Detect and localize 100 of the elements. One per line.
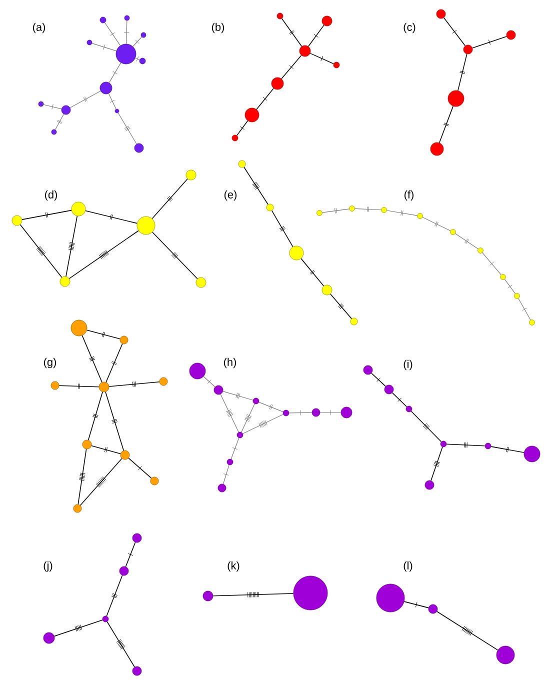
network-line [85,210,138,224]
network-line [455,233,478,250]
network-line [108,93,116,110]
network-line [222,464,230,484]
haplotype-circle [350,318,358,326]
network-line [256,88,274,110]
network-line [472,36,507,48]
network-line [300,258,324,286]
panel-label: (j) [44,561,52,572]
haplotype-circle [312,408,320,417]
network-line [330,294,352,320]
haplotype-circle [100,82,112,94]
network-line [108,381,160,388]
haplotype-circle [150,476,159,486]
network-line [125,542,136,568]
network-line [244,166,268,205]
haplotype-circle [71,202,86,216]
haplotype-circle [98,382,110,392]
network-line [20,224,62,278]
network-line [443,17,466,46]
haplotype-circle [186,170,196,180]
network-line [106,343,123,383]
haplotype-circle [70,320,88,336]
network-line [124,20,130,44]
network-line [152,232,198,280]
haplotype-circle [506,30,516,40]
network-line [281,54,302,80]
haplotype-circle [436,9,446,19]
network-line [105,392,124,451]
network-line [320,410,342,416]
haplotype-circle [61,105,71,115]
network-line [236,120,248,136]
panel-label: (a) [32,22,46,34]
network-line [230,438,240,460]
network-line [241,404,255,432]
network-line [78,448,87,505]
network-line [258,402,284,412]
haplotype-circle [43,632,55,644]
network-line [482,252,502,276]
haplotype-circle [322,16,332,26]
panel-label: (g) [44,358,56,368]
network-line [458,54,468,91]
haplotype-circle [132,666,142,676]
haplotype-circle [524,446,540,462]
haplotype-circle [384,384,394,394]
network-line [118,112,137,144]
network-line [106,574,123,616]
haplotype-circle [430,142,444,156]
panel-label: (h) [224,358,236,368]
network-line [386,210,418,216]
network-line [242,414,284,434]
network-line [422,216,451,232]
haplotype-circle [340,406,352,418]
haplotype-circle [448,90,464,107]
haplotype-circle [463,44,473,54]
panel-label: (i) [404,360,412,370]
haplotype-circle [218,484,226,492]
haplotype-circle [73,504,82,513]
haplotype-circle [244,108,260,122]
network-line [446,442,486,448]
network-line [436,611,498,650]
network-line [152,178,188,220]
haplotype-circle [132,533,142,543]
haplotype-circle [134,143,144,153]
network-line [70,90,101,108]
haplotype-circle [12,215,22,226]
haplotype-circle [299,45,311,57]
network-line [92,43,117,52]
haplotype-circle [82,440,92,450]
network-line [438,106,454,144]
network-line [371,372,386,387]
network-line [430,446,443,481]
network-line [104,22,121,46]
network-line [490,446,524,453]
haplotype-circle [50,381,60,390]
network-line [128,458,152,479]
network-line [91,445,121,454]
network-line [410,410,442,442]
network-line [80,458,122,506]
haplotype-circle [322,284,332,296]
panel-label: (c) [404,22,416,34]
network-line [132,36,142,47]
network-line [404,601,429,608]
panel-label: (l) [404,561,412,572]
network-line [310,52,334,64]
haplotype-circle [271,77,284,90]
haplotype-circle [116,44,136,64]
network-line [58,383,100,390]
network-line [354,206,382,212]
network-line [106,621,135,668]
haplotype-circle [136,216,156,235]
haplotype-circle [266,204,274,212]
haplotype-circle [293,576,328,610]
haplotype-circle [202,590,214,602]
network-line [82,335,102,383]
haplotype-circle [238,160,246,168]
haplotype-circle [119,566,129,576]
network-line [88,392,103,440]
network-line [203,376,216,388]
haplotype-circle [496,646,515,664]
